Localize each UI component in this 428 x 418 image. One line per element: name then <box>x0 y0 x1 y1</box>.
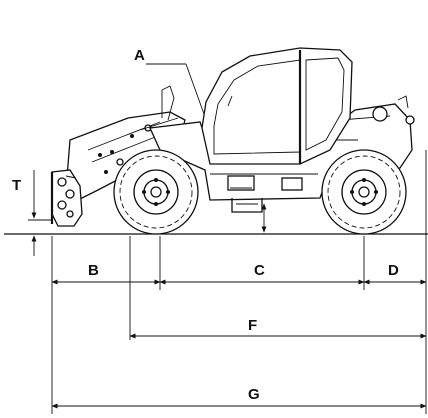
label-c: C <box>254 262 265 279</box>
label-b: B <box>88 262 99 279</box>
telehandler-drawing <box>4 47 428 235</box>
label-d: D <box>388 262 399 279</box>
cab <box>201 47 353 165</box>
label-f: F <box>248 317 257 334</box>
front-wheel <box>113 149 199 235</box>
fork-carriage <box>50 169 83 227</box>
dimension-lines <box>28 63 427 414</box>
rear-wheel <box>321 149 407 235</box>
label-t: T <box>12 177 21 194</box>
label-g: G <box>248 386 260 403</box>
label-a: A <box>134 47 145 64</box>
